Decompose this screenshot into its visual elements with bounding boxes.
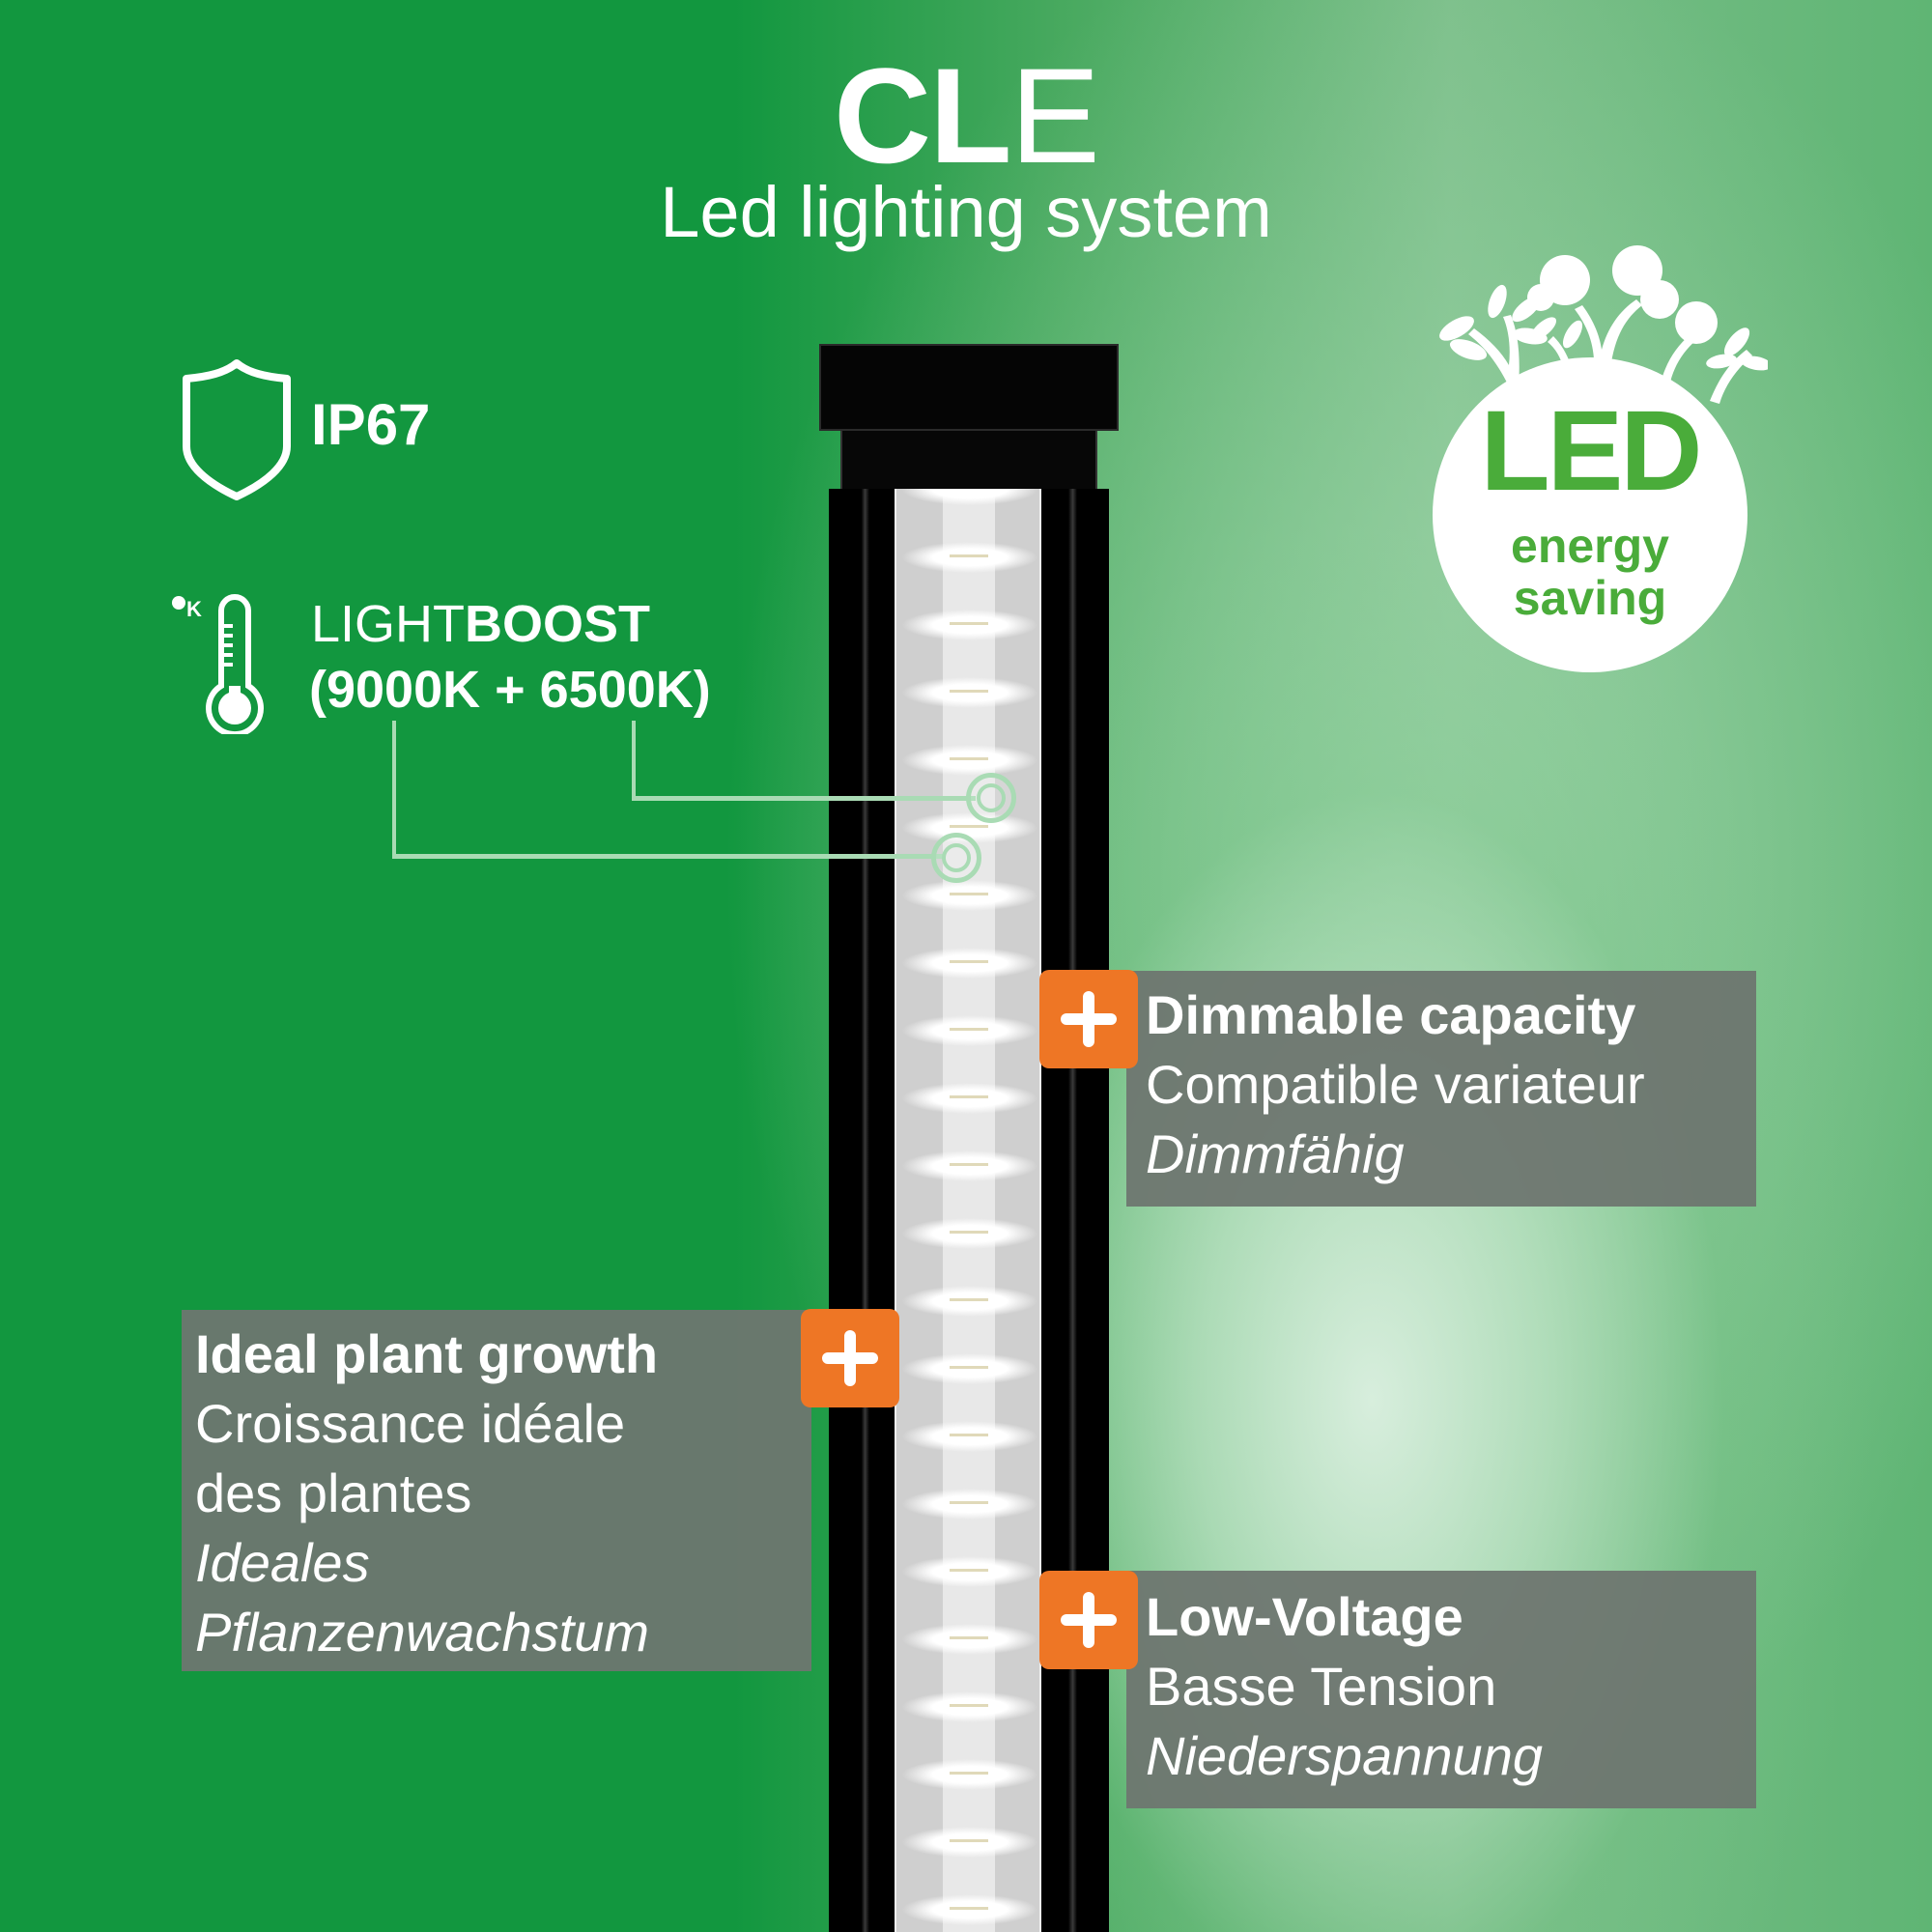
badge-circle: [1433, 357, 1747, 672]
feature-plant-growth-de-2: Pflanzenwachstum: [195, 1602, 650, 1662]
feature-low-voltage-de: Niederspannung: [1146, 1725, 1543, 1786]
plus-icon: [1039, 1571, 1138, 1669]
plus-icon: [801, 1309, 899, 1407]
svg-text:K: K: [186, 597, 202, 621]
subtitle: Led lighting system: [660, 172, 1272, 252]
led-lamp-illustration: [819, 344, 1119, 1932]
callout-line-9000k-vertical: [392, 721, 396, 856]
feature-low-voltage-en: Low-Voltage: [1146, 1586, 1463, 1647]
plus-icon: [1039, 970, 1138, 1068]
callout-line-9000k-horizontal: [392, 854, 943, 859]
brand-title-bold: CL: [833, 40, 1012, 191]
thermometer-kelvin-icon: K: [172, 594, 264, 734]
led-marker-9000k: [931, 833, 981, 883]
lamp-diffuser: [895, 489, 1041, 1932]
feature-dimmable-box: Dimmable capacity Compatible variateur D…: [1126, 971, 1756, 1207]
feature-dimmable-de: Dimmfähig: [1146, 1123, 1405, 1184]
badge-energy-text: energy: [1511, 519, 1669, 573]
brand-title: CLE: [0, 48, 1932, 184]
shield-icon: [183, 359, 291, 500]
lightboost-temperatures: (9000K + 6500K): [309, 661, 711, 719]
callout-line-6500k-horizontal: [632, 796, 976, 801]
ip-rating-label: IP67: [311, 392, 431, 457]
lamp-end-cap-collar: [840, 431, 1097, 489]
feature-plant-growth-de-1: Ideales: [195, 1532, 370, 1593]
badge-led-title: LED: [1480, 387, 1703, 515]
trees-globe-icon: [1439, 245, 1768, 404]
lightboost-light: LIGHT: [311, 595, 466, 653]
feature-plant-growth-box: Ideal plant growth Croissance idéale des…: [182, 1310, 811, 1671]
feature-plant-growth-en: Ideal plant growth: [195, 1323, 659, 1384]
led-chips: [950, 489, 988, 1932]
led-marker-6500k: [966, 773, 1016, 823]
brand-title-light: E: [1009, 40, 1100, 191]
feature-plant-growth-fr-1: Croissance idéale: [195, 1393, 626, 1454]
feature-low-voltage-box: Low-Voltage Basse Tension Niederspannung: [1126, 1571, 1756, 1808]
feature-dimmable-fr: Compatible variateur: [1146, 1054, 1645, 1115]
lamp-end-cap: [819, 344, 1119, 431]
lamp-rail-right: [1037, 489, 1109, 1932]
feature-dimmable-en: Dimmable capacity: [1146, 984, 1636, 1045]
lightboost-bold: BOOST: [465, 595, 651, 653]
feature-plant-growth-fr-2: des plantes: [195, 1463, 472, 1523]
lamp-rail-left: [829, 489, 901, 1932]
lightboost-label: LIGHTBOOST: [311, 594, 650, 654]
badge-saving-text: saving: [1513, 571, 1667, 625]
callout-line-6500k-vertical: [632, 721, 636, 800]
feature-low-voltage-fr: Basse Tension: [1146, 1656, 1497, 1717]
